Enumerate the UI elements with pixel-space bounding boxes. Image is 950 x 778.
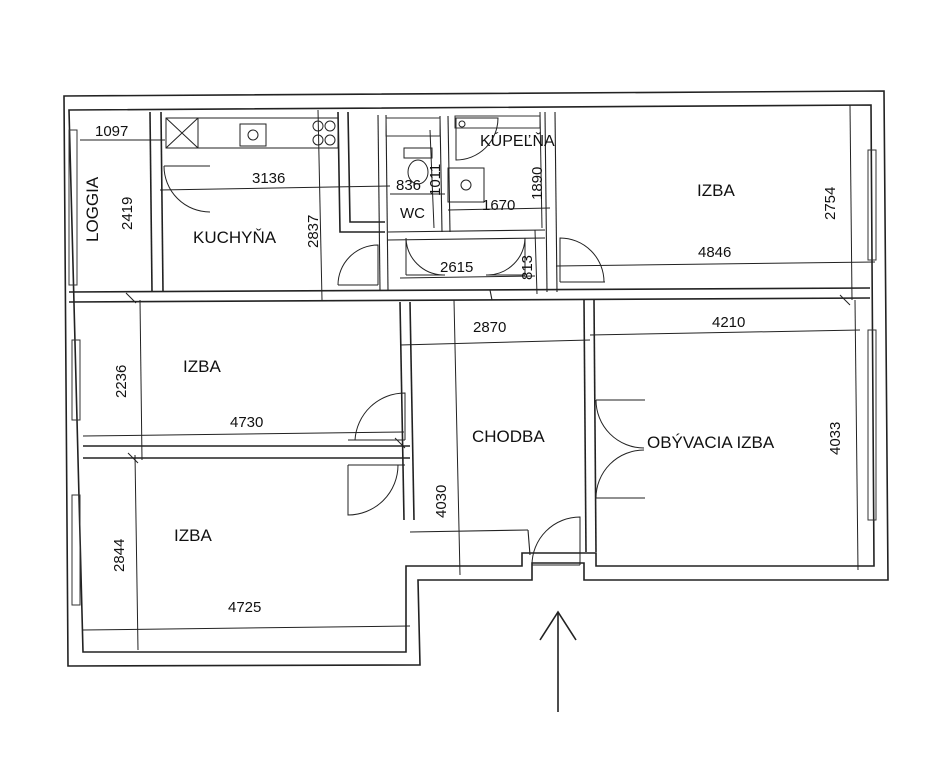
- dim-loggia-height: 2419: [119, 197, 136, 230]
- dim-wc-height: 1011: [427, 164, 444, 196]
- dim-bath-width: 1670: [482, 197, 515, 214]
- dimension-lines: [80, 104, 876, 651]
- interior-walls: [68, 111, 871, 556]
- dim-kitchen-height: 2837: [305, 215, 322, 248]
- dim-hall-width: 2870: [473, 319, 506, 336]
- room-label-loggia: LOGGIA: [83, 176, 102, 242]
- dim-kitchen-width: 3136: [252, 170, 285, 187]
- dim-izba-w1-width: 4730: [230, 414, 263, 431]
- dim-izba-w1-height: 2236: [113, 365, 130, 398]
- room-label-bedroom-ne: IZBA: [697, 181, 735, 200]
- room-label-bathroom: KÚPEĽŇA: [480, 131, 555, 150]
- dim-izba-ne-width: 4846: [698, 244, 731, 261]
- dim-loggia-width: 1097: [95, 123, 128, 140]
- dim-hall-height: 4030: [433, 485, 450, 518]
- entrance-arrow: [539, 610, 577, 712]
- room-label-bedroom-w1: IZBA: [183, 357, 221, 376]
- room-label-kitchen: KUCHYŇA: [193, 228, 277, 247]
- sanitary-fixtures: [403, 117, 499, 203]
- dim-living-height: 4033: [827, 422, 844, 455]
- room-label-bedroom-w2: IZBA: [174, 526, 212, 545]
- room-label-living: OBÝVACIA IZBA: [647, 433, 775, 452]
- doors: [163, 165, 645, 566]
- dim-corridor-height: 813: [519, 255, 536, 280]
- dim-living-width: 4210: [712, 314, 745, 331]
- dim-bath-height: 1890: [529, 167, 546, 200]
- kitchen-counter: [165, 117, 339, 149]
- dim-izba-w2-height: 2844: [111, 539, 128, 572]
- dim-wc-width: 836: [396, 177, 421, 194]
- room-label-hall: CHODBA: [472, 427, 545, 446]
- room-label-wc: WC: [400, 205, 425, 222]
- outer-walls: [63, 90, 889, 667]
- dim-izba-w2-width: 4725: [228, 599, 261, 616]
- dim-izba-ne-height: 2754: [822, 187, 839, 220]
- dim-corridor-width: 2615: [440, 259, 473, 276]
